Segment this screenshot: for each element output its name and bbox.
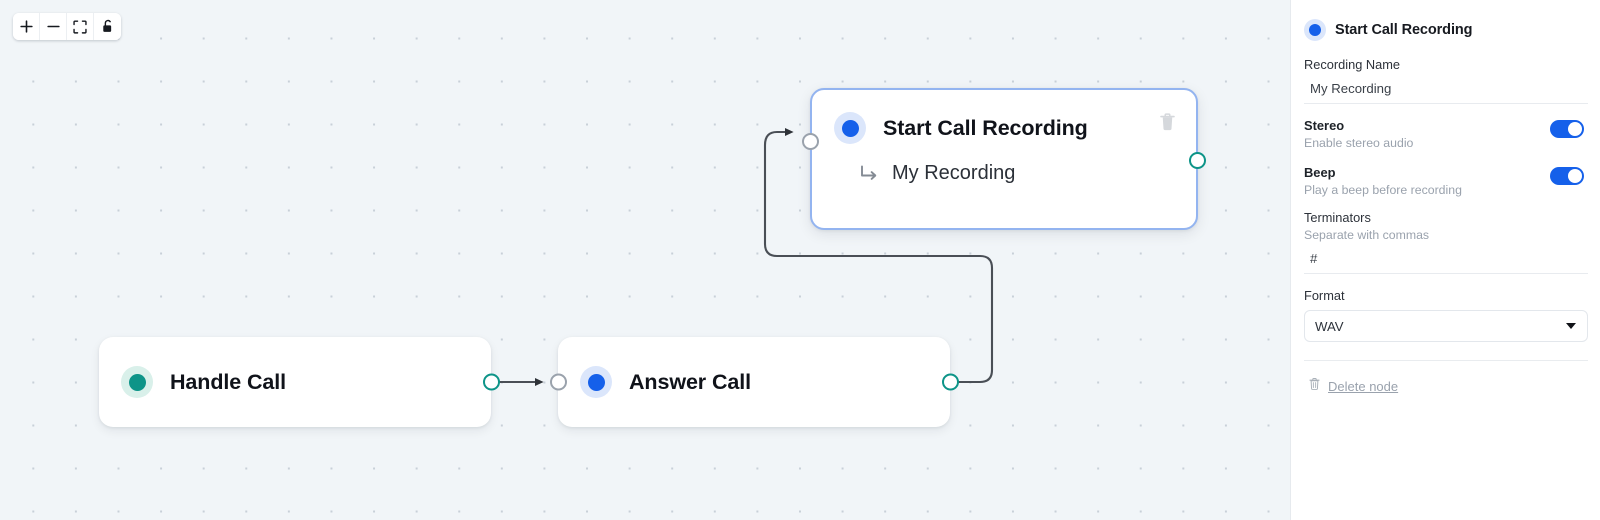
beep-help: Play a beep before recording xyxy=(1304,183,1462,197)
recording-name-input[interactable] xyxy=(1304,76,1588,104)
stereo-toggle[interactable] xyxy=(1550,120,1584,138)
terminators-input[interactable] xyxy=(1304,246,1588,274)
node-subtitle-row: My Recording xyxy=(812,162,1196,185)
node-status-dot-icon xyxy=(121,366,153,398)
zoom-out-button[interactable] xyxy=(40,13,67,40)
node-header: Start Call Recording xyxy=(812,90,1196,154)
panel-divider xyxy=(1304,360,1588,361)
panel-header: Start Call Recording xyxy=(1304,0,1588,41)
field-terminators: Terminators Separate with commas xyxy=(1304,198,1588,274)
node-start-call-recording[interactable]: Start Call Recording My Recording xyxy=(802,88,1206,230)
canvas-toolbar xyxy=(13,13,121,40)
zoom-out-icon xyxy=(46,19,61,34)
edges-layer xyxy=(499,128,994,387)
panel-status-dot-icon xyxy=(1304,19,1326,41)
zoom-in-icon xyxy=(19,19,34,34)
stereo-label: Stereo xyxy=(1304,118,1345,133)
node-output-handle[interactable] xyxy=(482,373,500,391)
beep-toggle[interactable] xyxy=(1550,167,1584,185)
node-subtitle: My Recording xyxy=(892,162,1016,184)
format-label: Format xyxy=(1304,288,1345,303)
delete-node-label: Delete node xyxy=(1328,379,1399,394)
node-handle-call[interactable]: Handle Call xyxy=(99,337,500,427)
node-title: Start Call Recording xyxy=(883,115,1088,140)
format-selected-value: WAV xyxy=(1315,318,1344,334)
field-recording-name: Recording Name xyxy=(1304,41,1588,104)
trash-icon xyxy=(1308,377,1321,396)
fit-view-icon xyxy=(73,19,87,34)
node-title: Handle Call xyxy=(170,369,286,394)
node-input-handle[interactable] xyxy=(549,373,567,391)
format-select[interactable]: WAV xyxy=(1304,310,1588,342)
node-title: Answer Call xyxy=(629,369,751,394)
lock-icon xyxy=(101,19,115,34)
terminators-label: Terminators xyxy=(1304,210,1371,225)
node-answer-call[interactable]: Answer Call xyxy=(549,337,959,427)
beep-label: Beep xyxy=(1304,165,1336,180)
recording-name-label: Recording Name xyxy=(1304,57,1401,72)
flow-canvas[interactable]: Handle Call Answer Call Start Call Recor… xyxy=(0,0,1290,520)
panel-title: Start Call Recording xyxy=(1335,22,1473,38)
node-status-dot-icon xyxy=(834,112,866,144)
fit-view-button[interactable] xyxy=(67,13,94,40)
field-beep: Beep Play a beep before recording xyxy=(1304,151,1588,198)
delete-node-button[interactable]: Delete node xyxy=(1304,361,1588,396)
node-delete-icon[interactable] xyxy=(1156,111,1178,133)
node-status-dot-icon xyxy=(580,366,612,398)
node-header: Answer Call xyxy=(558,337,950,427)
node-output-handle[interactable] xyxy=(1189,152,1206,169)
field-format: Format WAV xyxy=(1304,274,1588,342)
node-properties-panel: Start Call Recording Recording Name Ster… xyxy=(1290,0,1600,520)
zoom-in-button[interactable] xyxy=(13,13,40,40)
arrow-turn-down-right-icon xyxy=(858,163,880,185)
node-input-handle[interactable] xyxy=(802,133,819,150)
field-stereo: Stereo Enable stereo audio xyxy=(1304,104,1588,151)
stereo-help: Enable stereo audio xyxy=(1304,136,1414,150)
node-header: Handle Call xyxy=(99,337,491,427)
lock-button[interactable] xyxy=(94,13,121,40)
terminators-help: Separate with commas xyxy=(1304,228,1430,242)
chevron-down-icon xyxy=(1566,323,1576,329)
node-output-handle[interactable] xyxy=(941,373,959,391)
